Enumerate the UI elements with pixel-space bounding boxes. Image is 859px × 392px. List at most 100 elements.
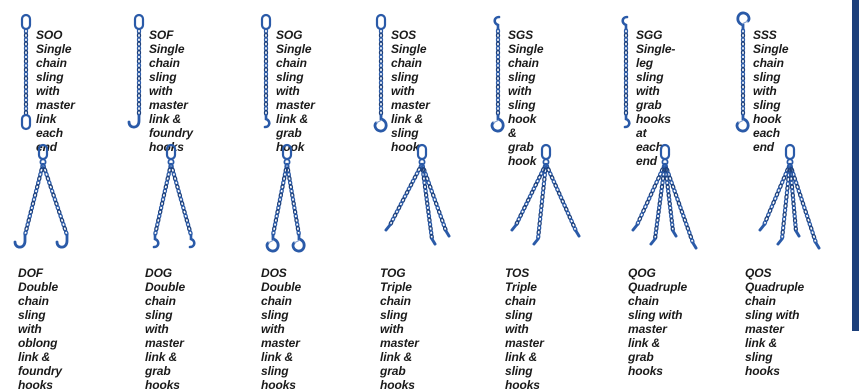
chain-leg bbox=[285, 162, 301, 237]
sling-code: DOG bbox=[145, 266, 173, 280]
sling-description-line: sling with bbox=[149, 70, 177, 98]
chain-leg bbox=[271, 162, 289, 237]
sling-description-line: with master link & bbox=[380, 322, 419, 364]
grab-hook-icon bbox=[649, 237, 657, 246]
sling-description-line: sling hook bbox=[391, 126, 420, 154]
sling-description-line: Single chain bbox=[508, 42, 544, 70]
sling-hook-icon bbox=[758, 223, 766, 232]
sling-code: QOG bbox=[628, 266, 656, 280]
sling-hook-icon bbox=[574, 229, 581, 238]
grab-hook-icon bbox=[188, 233, 196, 249]
sling-description-line: Quadruple chain bbox=[745, 280, 805, 308]
sling-code: SOO bbox=[36, 28, 63, 42]
sling-code: QOS bbox=[745, 266, 772, 280]
chain-leg bbox=[663, 162, 675, 233]
sling-illustration bbox=[510, 143, 581, 246]
grab-hook-icon bbox=[384, 223, 392, 232]
chain-leg bbox=[762, 162, 792, 227]
sling-code: DOF bbox=[18, 266, 44, 280]
chain-leg bbox=[514, 162, 548, 227]
sling-hook-icon bbox=[510, 223, 518, 232]
chain-leg bbox=[740, 27, 746, 117]
sling-description-line: Single chain bbox=[276, 42, 312, 70]
sling-description-line: link & sling hooks bbox=[261, 350, 296, 392]
sling-code: DOS bbox=[261, 266, 287, 280]
sling-description-line: grab hooks bbox=[380, 364, 415, 392]
chain-leg bbox=[136, 27, 142, 117]
grab-hook-icon bbox=[691, 241, 698, 250]
sling-description-line: sling with bbox=[508, 70, 536, 98]
sling-description-line: each end bbox=[753, 126, 780, 154]
chain-leg bbox=[41, 162, 69, 237]
sling-hook-icon bbox=[776, 237, 784, 246]
sling-code: TOS bbox=[505, 266, 530, 280]
chain-leg bbox=[635, 162, 667, 227]
chain-leg bbox=[623, 27, 629, 117]
sling-description-line: Single chain bbox=[36, 42, 72, 70]
sling-description-line: sling with bbox=[36, 70, 64, 98]
sling-description-line: master link & bbox=[276, 98, 315, 126]
sling-description-line: Quadruple chain bbox=[628, 280, 688, 308]
master-link-icon bbox=[784, 143, 796, 161]
sling-illustration bbox=[384, 143, 451, 246]
master-link-icon bbox=[165, 143, 177, 161]
sling-description-line: sling with master bbox=[628, 308, 683, 336]
grab-hook-icon bbox=[623, 113, 631, 129]
sling-description-line: master link & bbox=[149, 98, 188, 126]
grab-hook-icon bbox=[631, 223, 639, 232]
sling-illustration bbox=[265, 143, 306, 253]
sling-description-line: Single chain bbox=[753, 42, 789, 70]
sling-hook-icon bbox=[373, 113, 388, 133]
sling-illustration bbox=[490, 15, 505, 133]
master-link-icon bbox=[659, 143, 671, 161]
sling-hook-icon bbox=[736, 11, 751, 31]
sling-illustration bbox=[631, 143, 698, 250]
sling-description-line: Triple chain sling bbox=[505, 280, 537, 322]
sling-description-line: sling with bbox=[753, 70, 781, 98]
oblong-link-icon bbox=[133, 13, 145, 31]
sling-illustration bbox=[373, 13, 388, 133]
master-link-icon bbox=[416, 143, 428, 161]
sling-description-line: Triple chain sling bbox=[380, 280, 412, 322]
sling-hook-icon bbox=[490, 113, 505, 133]
chain-leg bbox=[23, 27, 29, 117]
sling-code: SSS bbox=[753, 28, 777, 42]
grab-hook-icon bbox=[430, 237, 437, 246]
sling-description-line: grab hook bbox=[508, 140, 537, 168]
oblong-link-icon bbox=[20, 13, 32, 31]
sling-hook-icon bbox=[794, 229, 801, 238]
sling-description-line: Single chain bbox=[391, 42, 427, 70]
oblong-link-icon bbox=[375, 13, 387, 31]
oblong-link-icon bbox=[20, 113, 32, 131]
chain-leg bbox=[169, 162, 193, 237]
foundry-hook-icon bbox=[127, 113, 141, 129]
sling-description-line: Single-leg bbox=[636, 42, 676, 70]
chain-leg bbox=[23, 162, 45, 237]
sling-illustration bbox=[758, 143, 821, 250]
grab-hook-icon bbox=[621, 15, 629, 31]
grab-hook-icon bbox=[444, 229, 451, 238]
sling-code: SOF bbox=[149, 28, 174, 42]
grab-hook-icon bbox=[671, 229, 678, 238]
master-link-icon bbox=[540, 143, 552, 161]
sling-description-line: link & grab hooks bbox=[628, 336, 663, 378]
sling-description-line: sling hook bbox=[753, 98, 782, 126]
chain-leg bbox=[420, 162, 448, 233]
master-link-icon bbox=[281, 143, 293, 161]
sling-code: SGS bbox=[508, 28, 534, 42]
chain-leg bbox=[544, 162, 578, 233]
sling-hook-icon bbox=[532, 237, 540, 246]
side-color-strip bbox=[852, 0, 859, 331]
sling-description-line: master link & bbox=[391, 98, 430, 126]
grab-hook-icon bbox=[152, 233, 160, 249]
sling-description-line: Double chain sling bbox=[18, 280, 59, 322]
